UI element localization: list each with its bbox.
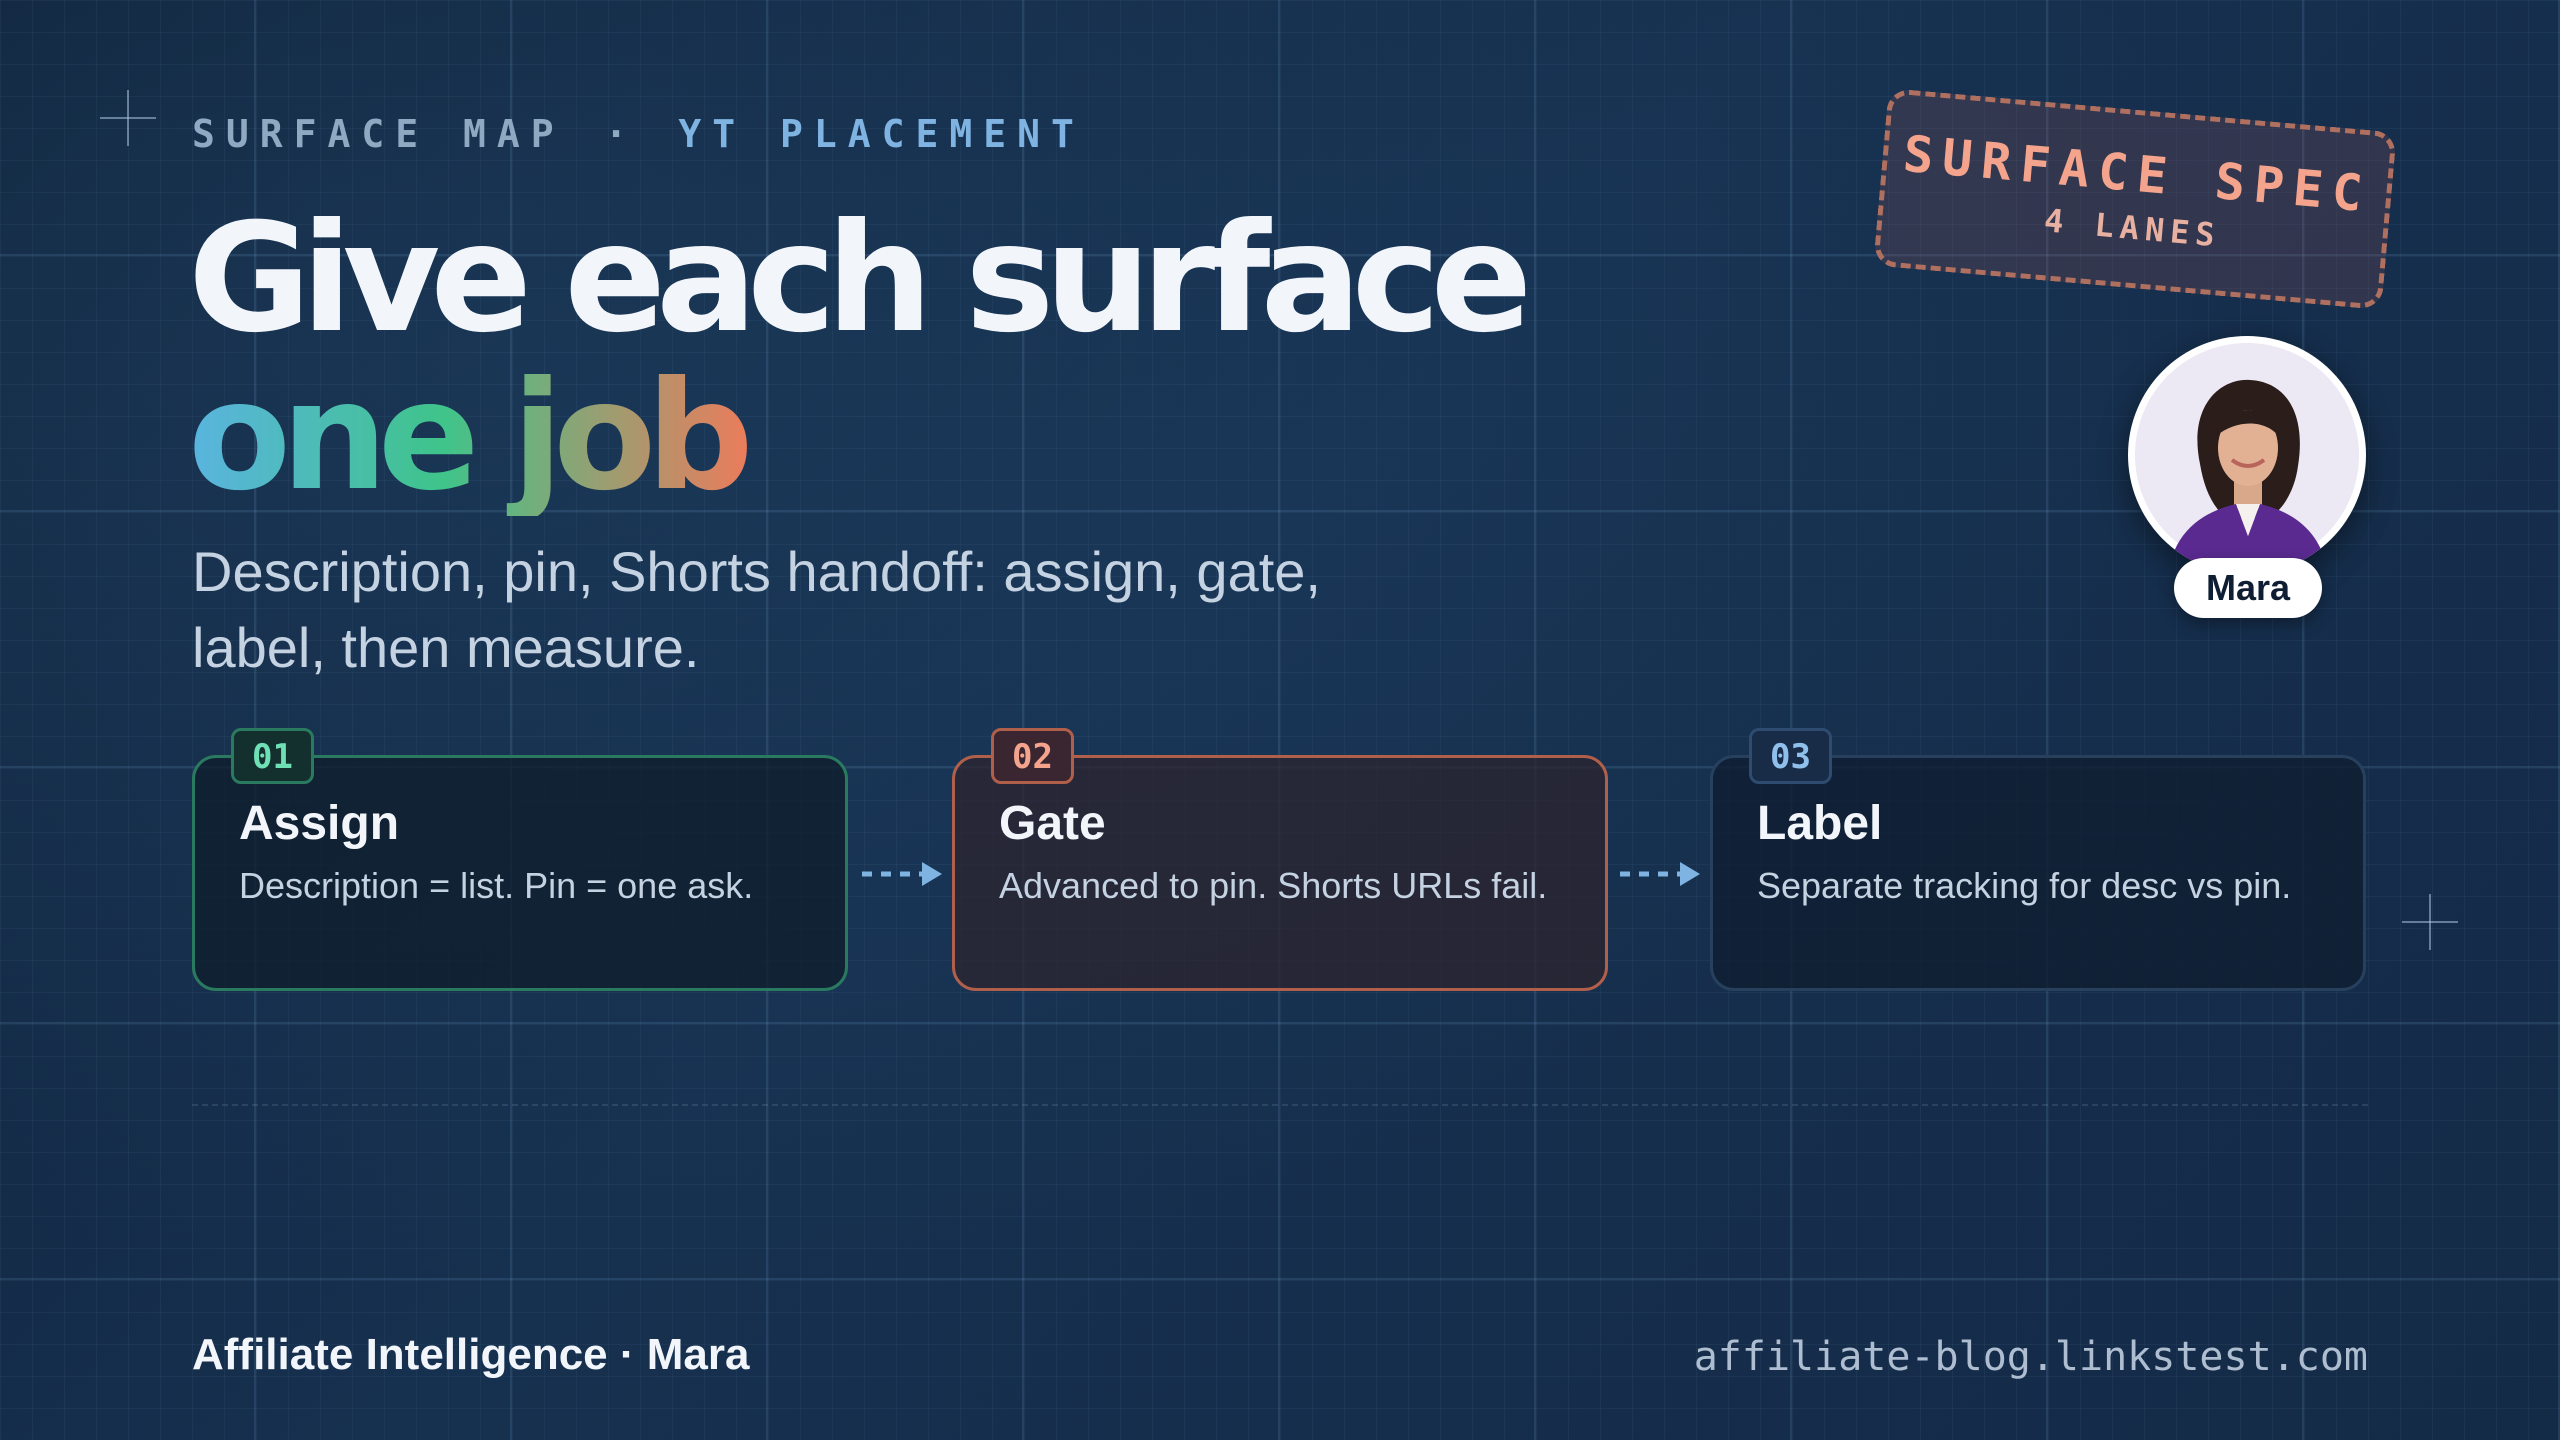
presenter-name-tag: Mara [2174, 558, 2322, 618]
subtitle: Description, pin, Shorts handoff: assign… [192, 540, 1321, 679]
step-description: Separate tracking for desc vs pin. [1757, 865, 2292, 906]
step-title: Label [1757, 797, 1883, 850]
step-number-badge: 01 [231, 728, 314, 784]
arrow-right-icon [1620, 862, 1700, 886]
title-line-2-highlight: one job [188, 358, 756, 516]
page-title: Give each surface one job [188, 200, 1532, 516]
arrow-right-icon [862, 862, 942, 886]
step-title: Gate [999, 797, 1106, 850]
crosshair-icon [2402, 894, 2458, 950]
step-title: Assign [239, 797, 400, 850]
footer-brand: Affiliate Intelligence · Mara [192, 1330, 750, 1379]
footer-url: affiliate-blog.linkstest.com [1693, 1334, 2368, 1380]
step-card-label: 03 Label Separate tracking for desc vs p… [1710, 728, 2366, 991]
avatar [2128, 336, 2366, 574]
step-number-badge: 02 [991, 728, 1074, 784]
step-card-assign: 01 Assign Description = list. Pin = one … [192, 728, 848, 991]
eyebrow-section: SURFACE MAP [192, 112, 565, 156]
step-description: Advanced to pin. Shorts URLs fail. [999, 865, 1548, 906]
step-description: Description = list. Pin = one ask. [239, 865, 754, 906]
eyebrow-topic: YT PLACEMENT [678, 112, 1085, 156]
crosshair-icon [100, 90, 156, 146]
title-line-1: Give each surface [188, 192, 1532, 366]
step-number-badge: 03 [1749, 728, 1832, 784]
eyebrow-separator: · [604, 112, 639, 156]
eyebrow-label: SURFACE MAP · YT PLACEMENT [192, 112, 1085, 156]
step-card-gate: 02 Gate Advanced to pin. Shorts URLs fai… [952, 728, 1608, 991]
presenter-portrait-icon [2135, 343, 2359, 574]
divider [192, 1104, 2368, 1106]
